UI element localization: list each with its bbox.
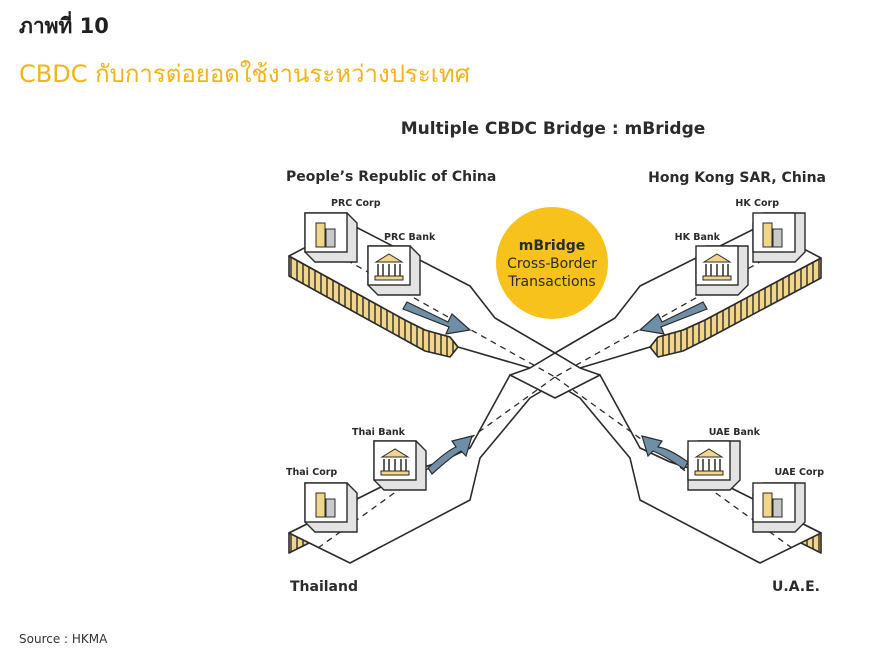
road-center: [509, 352, 601, 399]
arrow-icon-hk: [638, 301, 708, 335]
region-label-thailand: Thailand: [290, 579, 358, 595]
hub-label-title: mBridge: [519, 238, 586, 254]
label-prc-bank: PRC Bank: [384, 232, 436, 243]
building-thai-bank: [373, 440, 427, 491]
mbridge-hub: mBridge Cross-Border Transactions: [496, 207, 608, 319]
label-thai-corp: Thai Corp: [286, 467, 337, 478]
diagram-title: Multiple CBDC Bridge : mBridge: [401, 119, 706, 139]
building-uae-bank: [687, 440, 741, 491]
building-uae-corp: [752, 482, 806, 533]
building-hk-bank: [695, 245, 749, 296]
region-label-china: People’s Republic of China: [286, 169, 496, 185]
figure-title: CBDC กับการต่อยอดใช้งานระหว่างประเทศ: [19, 60, 470, 88]
region-label-hongkong: Hong Kong SAR, China: [648, 170, 826, 186]
arrow-icon-uae: [641, 435, 689, 470]
building-thai-corp: [304, 482, 358, 533]
label-prc-corp: PRC Corp: [331, 198, 381, 209]
label-hk-bank: HK Bank: [675, 232, 721, 243]
building-hk-corp: [752, 212, 806, 263]
building-prc-bank: [367, 245, 421, 296]
hub-label-line3: Transactions: [507, 274, 595, 290]
label-thai-bank: Thai Bank: [352, 427, 406, 438]
arrow-icon-thai: [427, 435, 473, 475]
label-uae-bank: UAE Bank: [709, 427, 761, 438]
flow-arrows: [402, 301, 708, 475]
figure-number: ภาพที่ 10: [19, 14, 109, 38]
region-label-uae: U.A.E.: [772, 579, 820, 595]
source-note: Source : HKMA: [19, 632, 108, 646]
label-uae-corp: UAE Corp: [774, 467, 824, 478]
label-hk-corp: HK Corp: [735, 198, 779, 209]
hub-label-line2: Cross-Border: [507, 256, 597, 272]
building-prc-corp: [304, 212, 358, 263]
arrow-icon-prc: [402, 301, 472, 335]
